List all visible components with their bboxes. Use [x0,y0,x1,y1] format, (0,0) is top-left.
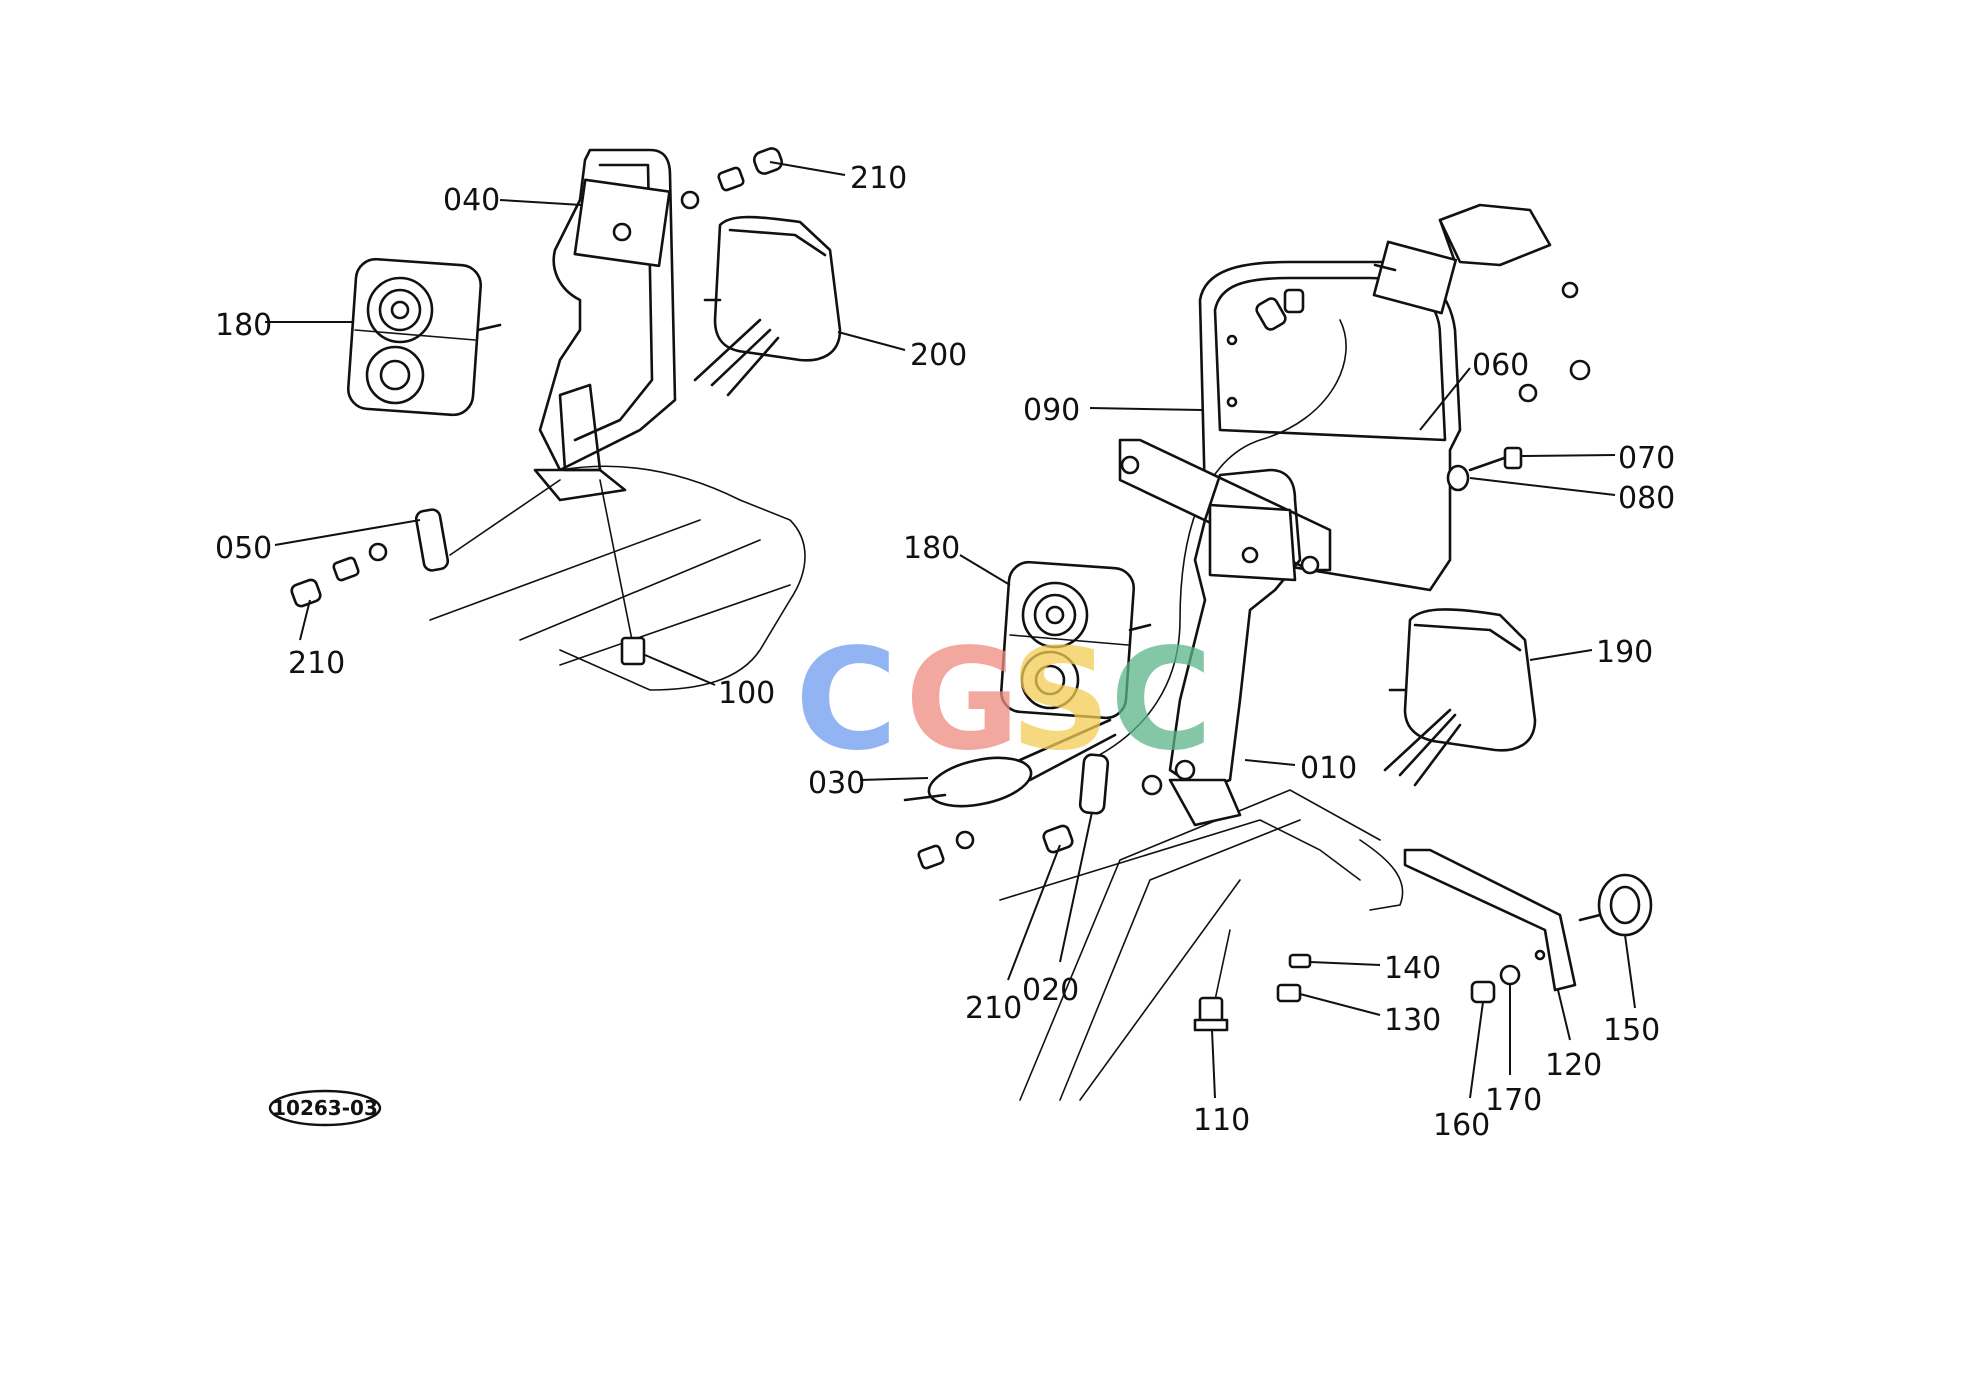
left-fender-edge-2 [519,539,761,641]
callout-100: 100 [718,676,775,711]
callout-030: 030 [808,766,865,801]
callout-010: 010 [1300,751,1357,786]
plate-hole-2 [1226,396,1238,408]
right-clip-hardware [917,753,1196,870]
right-bracket-hole [1241,546,1259,564]
right-fender-line-1 [1019,789,1381,1101]
right-bracket-foot [1168,778,1242,827]
callout-labels: 040 210 180 200 050 210 100 060 090 070 … [215,161,1675,1143]
reference-code-badge: 10263-03 [268,1089,382,1127]
left-bolt-100 [599,479,646,666]
plate-lamp-bulb [1255,297,1287,331]
left-bracket-gusset [558,383,602,472]
callout-140: 140 [1384,951,1441,986]
fastener-130 [1276,983,1302,1003]
callout-090: 090 [1023,393,1080,428]
left-bottom-hardware [290,479,561,608]
left-bracket-hole [612,222,632,242]
callout-210-left: 210 [288,646,345,681]
callout-150: 150 [1603,1013,1660,1048]
reflector-150 [1578,873,1653,937]
left-bracket-inner [573,163,654,442]
plate-lamp-nut [1283,288,1305,314]
callout-020: 020 [1022,973,1079,1008]
cgsc-watermark: C G S C [795,619,1213,782]
callout-190: 190 [1596,635,1653,670]
leader-lines [265,161,1636,1099]
plate-hole-1 [1226,334,1238,346]
watermark-letter-1: C [795,619,898,782]
mount-nut-2 [1300,555,1320,575]
cable-tie-030 [903,756,1033,808]
callout-210-right: 210 [965,991,1022,1026]
callout-170: 170 [1485,1083,1542,1118]
right-bolt-070-080 [1446,359,1591,492]
left-work-lamp-180 [346,257,502,417]
right-fender-line-3 [999,819,1361,901]
callout-050: 050 [215,531,272,566]
right-work-lamp-180 [999,560,1152,782]
callout-120: 120 [1545,1048,1602,1083]
callout-180-right: 180 [903,531,960,566]
bolt-110 [1193,929,1231,1032]
left-bracket-foot [533,468,627,502]
right-fender-line-2 [1059,819,1301,1101]
left-top-hardware [680,147,784,210]
watermark-letter-3: S [1010,619,1111,782]
callout-130: 130 [1384,1003,1441,1038]
right-light-assembly [903,203,1653,1101]
license-lamp [1372,203,1579,315]
callout-180-left: 180 [215,308,272,343]
mount-nut-1 [1120,455,1140,475]
callout-040: 040 [443,183,500,218]
left-bracket-frame [538,148,677,472]
left-fender-outline [559,465,806,691]
callout-160: 160 [1433,1108,1490,1143]
right-fender-line-4 [1079,879,1241,1101]
left-fender-edge-1 [429,519,701,621]
left-side-lamp-200 [693,215,842,397]
callout-060: 060 [1472,348,1529,383]
reference-code: 10263-03 [272,1096,378,1120]
left-fender-edge-3 [559,584,791,666]
callout-070: 070 [1618,441,1675,476]
reflector-bracket-120 [1403,848,1577,1004]
left-light-assembly [290,147,842,691]
fastener-140 [1288,953,1312,969]
callout-210-top: 210 [850,161,907,196]
callout-200: 200 [910,338,967,373]
watermark-letter-2: G [905,619,1020,782]
right-bracket-plate [1208,503,1297,582]
right-bracket-frame [1168,468,1302,792]
callout-080: 080 [1618,481,1675,516]
callout-110: 110 [1193,1103,1250,1138]
watermark-letter-4: C [1110,619,1213,782]
right-side-lamp-190 [1383,608,1537,787]
right-fender-line-5 [1359,839,1404,911]
